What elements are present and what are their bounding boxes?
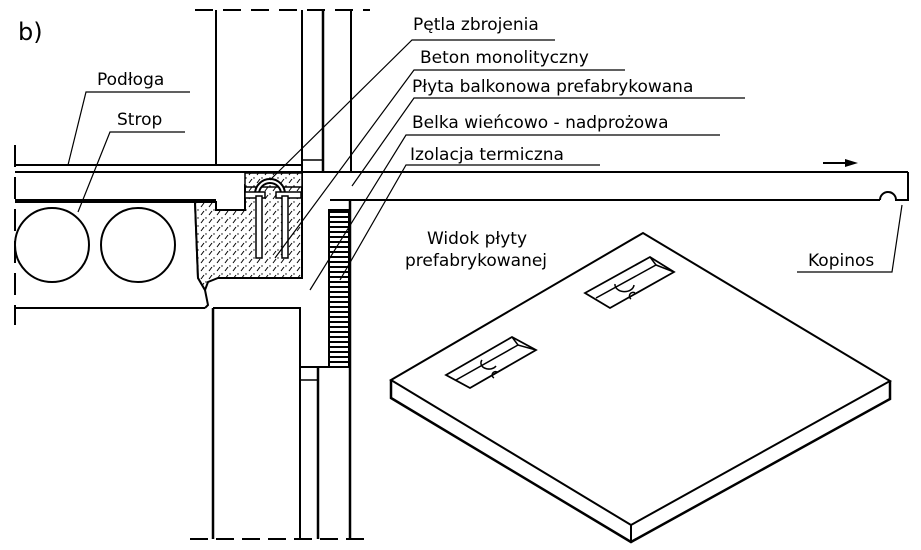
upper-wall (215, 10, 352, 172)
label-balcony-slab: Płyta balkonowa prefabrykowana (412, 77, 693, 97)
label-slab: Strop (117, 110, 162, 130)
label-edge-drip: Kopinos (808, 251, 874, 271)
panel-label: b) (18, 18, 43, 46)
label-ring-lintel-beam: Belka wieńcowo - nadprożowa (412, 113, 669, 133)
label-floor: Podłoga (97, 70, 164, 90)
thermal-insulation (328, 209, 350, 368)
leader-lines (67, 39, 903, 291)
label-thermal-insulation: Izolacja termiczna (410, 145, 564, 165)
recess-left (444, 335, 538, 390)
prefab-slab-isometric (389, 231, 892, 544)
label-rebar-loop: Pętla zbrojenia (413, 15, 539, 35)
recess-right (583, 255, 676, 310)
hollow-core-slab (14, 201, 210, 309)
direction-arrow (823, 159, 858, 167)
label-monolithic-concrete: Beton monolityczny (420, 48, 589, 68)
label-view-line2: prefabrykowanej (405, 251, 547, 271)
rebar-loop (244, 178, 302, 259)
label-view-line1: Widok płyty (427, 229, 527, 249)
balcony-slab (15, 171, 909, 201)
